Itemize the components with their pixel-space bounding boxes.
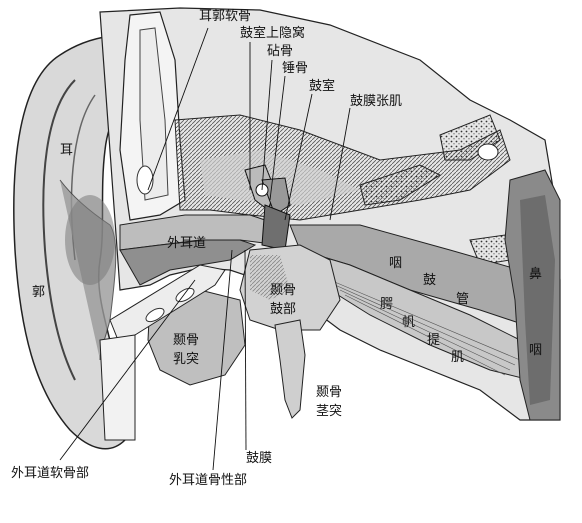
label-styloid-1: 颞骨	[316, 385, 343, 400]
label-levator-2: 帆	[402, 315, 416, 330]
label-bony-meatus: 外耳道骨性部	[169, 473, 248, 488]
label-epitympanic-recess: 鼓室上隐窝	[240, 26, 306, 41]
label-pharyngotympanic-1: 咽	[389, 256, 403, 271]
label-levator-1: 腭	[380, 297, 394, 312]
label-temporal-tympanic-1: 颞骨	[270, 283, 297, 298]
label-pharyngotympanic-3: 管	[456, 292, 470, 307]
label-tensor-tympani: 鼓膜张肌	[350, 94, 403, 109]
leader-lines	[59, 27, 351, 471]
label-temporal-tympanic-2: 鼓部	[270, 302, 297, 317]
ossicles	[244, 164, 291, 216]
label-malleus: 锤骨	[282, 61, 309, 76]
styloid-process-shape	[274, 319, 306, 419]
label-tympanic-cavity: 鼓室	[309, 79, 336, 94]
label-nasopharynx-1: 鼻	[529, 267, 543, 282]
label-levator-4: 肌	[451, 350, 465, 365]
label-incus: 砧骨	[267, 44, 294, 59]
label-mastoid-2: 乳突	[173, 352, 200, 367]
label-auricle-2: 郭	[32, 285, 46, 300]
label-pharyngotympanic-2: 鼓	[423, 273, 437, 288]
label-tympanic-membrane: 鼓膜	[246, 451, 273, 466]
label-styloid-2: 茎突	[316, 404, 343, 419]
label-auricle-cartilage: 耳郭软骨	[199, 9, 252, 24]
label-levator-3: 提	[427, 333, 441, 348]
label-cartilaginous-meatus: 外耳道软骨部	[11, 466, 90, 481]
label-mastoid-1: 颞骨	[173, 333, 200, 348]
label-auricle-1: 耳	[60, 143, 74, 158]
label-external-meatus: 外耳道	[167, 236, 207, 251]
label-nasopharynx-2: 咽	[529, 343, 543, 358]
mastoid-process-shape	[147, 289, 246, 386]
